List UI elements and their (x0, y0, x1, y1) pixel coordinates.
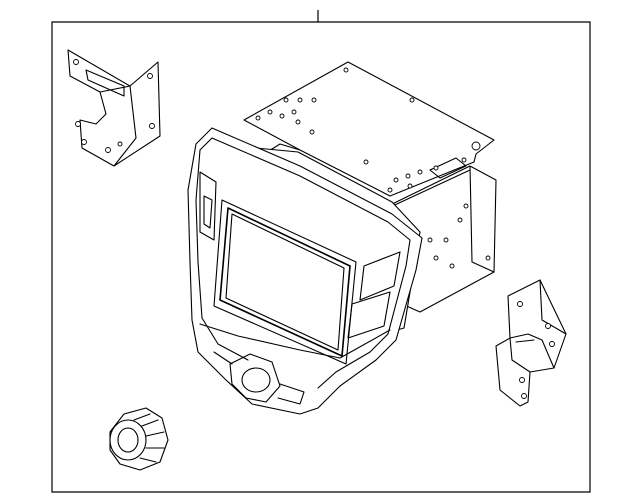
callout-number: 1 (309, 5, 315, 17)
mounting-bracket-right (496, 280, 566, 406)
radio-head-unit (188, 62, 496, 414)
mounting-bracket-left (68, 50, 160, 166)
volume-knob (110, 408, 168, 470)
diagram-frame (52, 22, 590, 492)
